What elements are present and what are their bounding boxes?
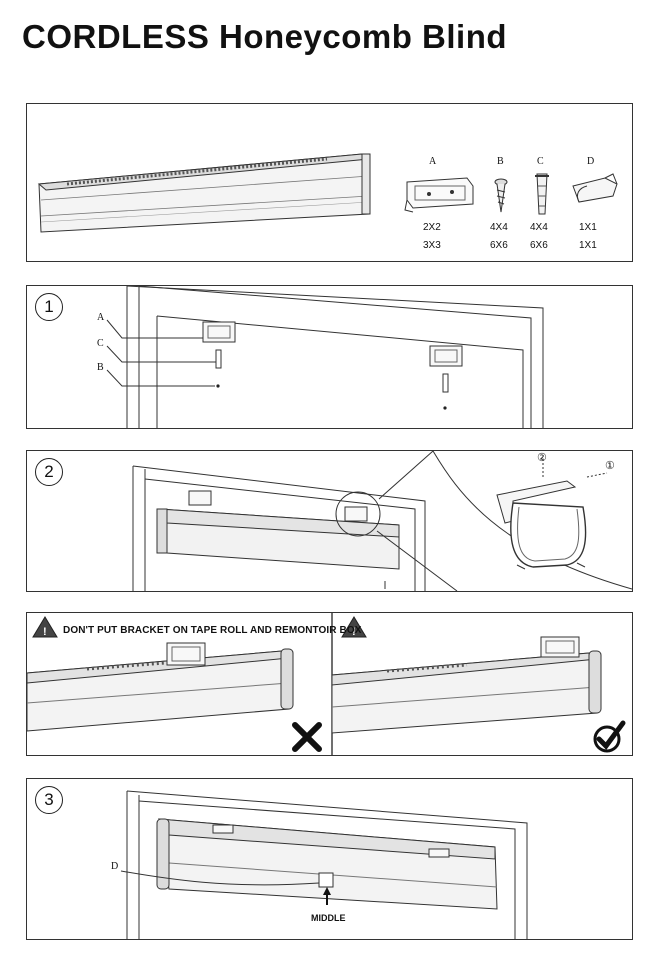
part-d-letter: D: [587, 156, 595, 167]
clip-d-drawing: [572, 173, 618, 203]
svg-text:!: !: [43, 626, 47, 638]
step-3-number: 3: [35, 786, 63, 814]
bracket-a-drawing: [404, 177, 474, 213]
warning-panel: ! ! DON'T PUT BRACKET ON TAPE ROLL AND R…: [26, 612, 633, 756]
part-b-qty-2: 6X6: [490, 240, 508, 251]
part-d-qty-2: 1X1: [579, 240, 597, 251]
label-b: B: [97, 362, 104, 373]
parts-panel: A B C D 2X2 3X3 4X4 6X6 4X4 6X6 1X1 1X1: [26, 103, 633, 262]
part-c-qty-2: 6X6: [530, 240, 548, 251]
warning-illustration: ! !: [27, 613, 626, 755]
label-c: C: [97, 338, 104, 349]
headrail-illustration: [37, 153, 618, 233]
part-c-letter: C: [537, 156, 544, 167]
part-a-letter: A: [429, 156, 437, 167]
callout-1: ①: [605, 460, 615, 472]
svg-text:!: !: [352, 626, 356, 638]
warning-text: DON'T PUT BRACKET ON TAPE ROLL AND REMON…: [63, 625, 362, 636]
part-b-qty-1: 4X4: [490, 222, 508, 233]
part-c-qty-1: 4X4: [530, 222, 548, 233]
warning-triangle-icon-right: [341, 616, 367, 638]
part-d-qty-1: 1X1: [579, 222, 597, 233]
step-2-illustration: [132, 451, 632, 591]
page-title: CORDLESS Honeycomb Blind: [22, 18, 508, 55]
warning-triangle-icon: [32, 616, 58, 638]
step-3-illustration: [120, 790, 528, 939]
anchor-c-drawing: [535, 173, 549, 215]
part-a-qty-1: 2X2: [423, 222, 441, 233]
step-1-number: 1: [35, 293, 63, 321]
middle-label: MIDDLE: [311, 913, 346, 923]
cross-icon: [292, 722, 322, 752]
callout-2: ②: [537, 452, 547, 464]
step-1-panel: 1 A C B: [26, 285, 633, 429]
step-2-panel: 2 ② ①: [26, 450, 633, 592]
step-1-illustration: [106, 286, 544, 428]
part-b-letter: B: [497, 156, 504, 167]
part-a-qty-2: 3X3: [423, 240, 441, 251]
label-a: A: [97, 312, 105, 323]
step-2-number: 2: [35, 458, 63, 486]
label-d: D: [111, 861, 119, 872]
step-3-panel: 3 D MIDDLE: [26, 778, 633, 940]
screw-b-drawing: [494, 178, 508, 213]
check-icon: [593, 720, 626, 753]
